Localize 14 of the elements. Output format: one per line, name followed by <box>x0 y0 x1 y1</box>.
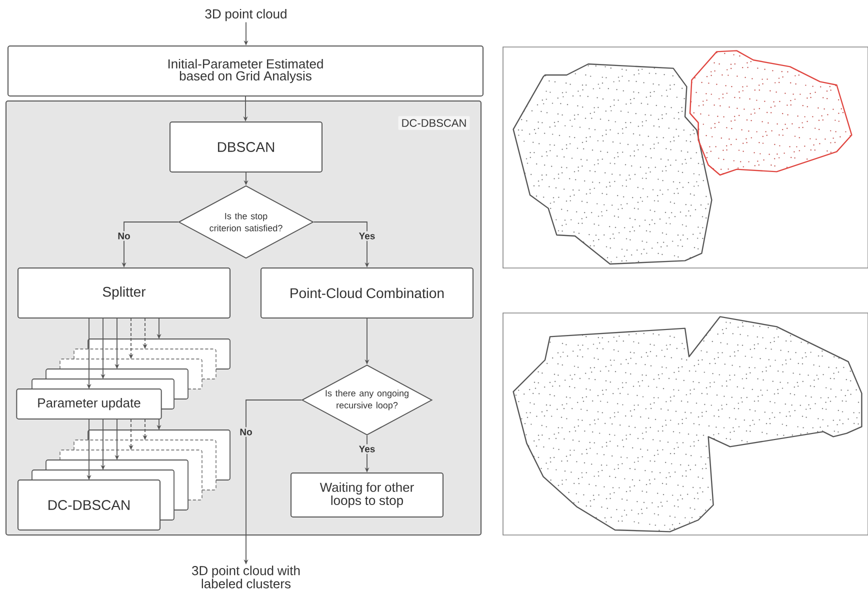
process-box: Parameter update <box>16 388 162 420</box>
edge-label: No <box>240 428 252 436</box>
process-box: Waiting for other loops to stop <box>290 472 444 518</box>
process-box: DC-DBSCAN <box>18 480 160 530</box>
edge-label: Yes <box>358 446 375 452</box>
edge-label: No <box>118 232 130 240</box>
panel-label: DC-DBSCAN <box>398 116 470 130</box>
process-box: DBSCAN <box>170 122 322 172</box>
edge-label: Yes <box>358 232 375 240</box>
process-box: Initial-Parameter Estimated based on Grid Analysis <box>8 46 484 96</box>
process-box: Point-Cloud Combination <box>260 268 474 318</box>
text-label: 3D point cloud <box>205 8 286 22</box>
text-label: 3D point cloud with labeled clusters <box>192 566 300 588</box>
process-box: Splitter <box>18 268 230 318</box>
